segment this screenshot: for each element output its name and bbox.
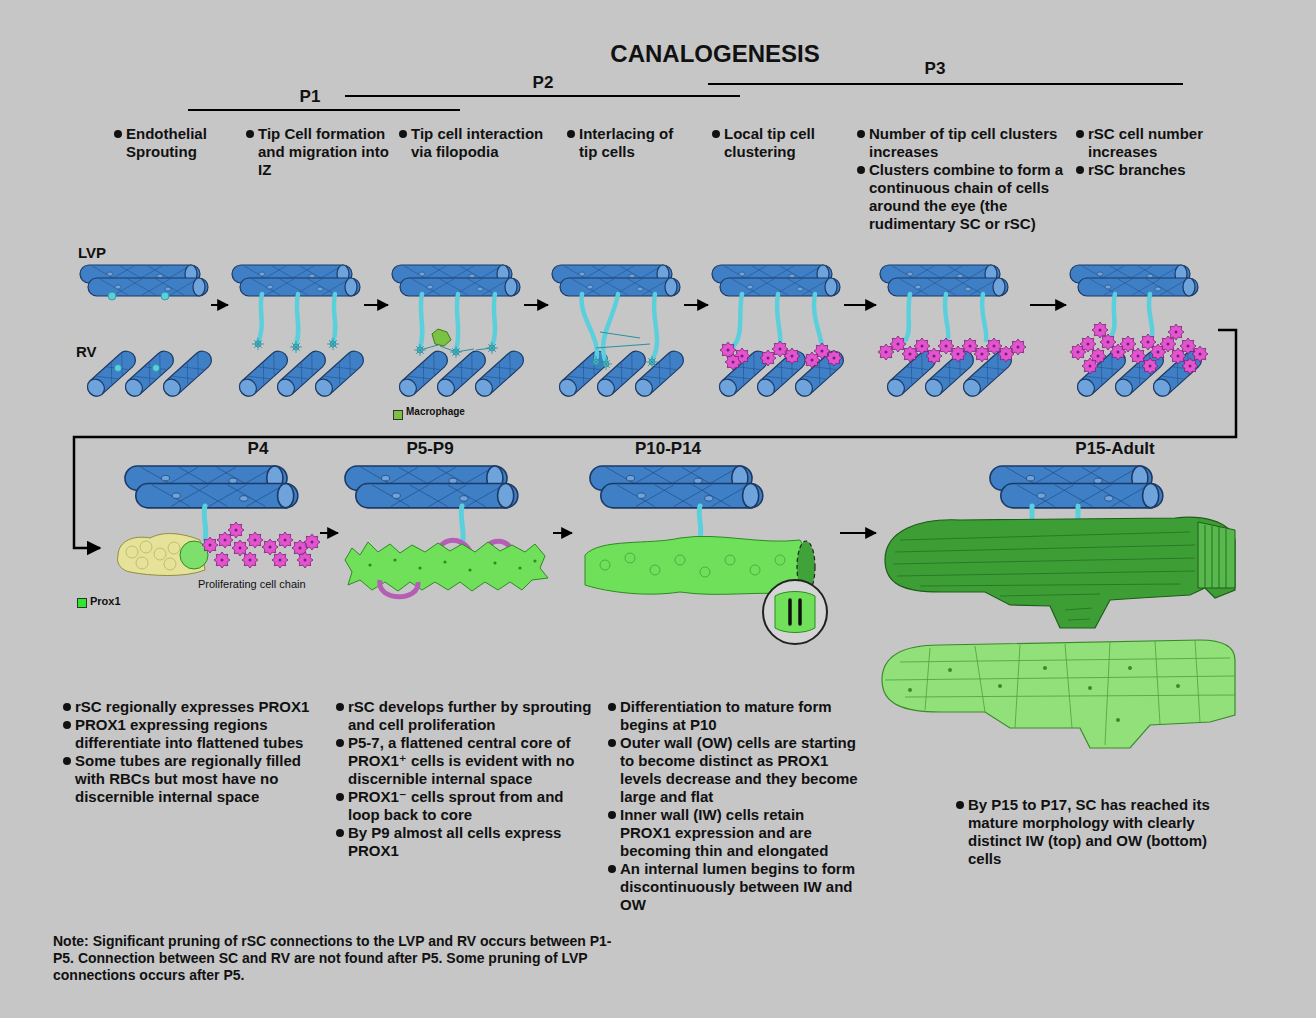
bullet-dot [712,130,720,138]
bullet-dot [246,130,254,138]
bullet-text: Differentiation to mature form begins at… [620,698,832,733]
note: Note: Significant pruning of rSC connect… [53,933,623,984]
bullet-text: Some tubes are regionally filled with RB… [75,752,301,805]
bullet-dot [114,130,122,138]
bullet-text: Clusters combine to form a continuous ch… [869,161,1063,232]
bullet-dot [336,739,344,747]
diagram-title: CANALOGENESIS [515,40,915,68]
bullet-item: Endothelial Sprouting [113,125,217,161]
bullet-item: P5-7, a flattened central core of PROX1⁺… [335,734,597,788]
bullet-item: Number of tip cell clusters increases [856,125,1061,161]
bullet-text: P5-7, a flattened central core of PROX1⁺… [348,734,574,787]
bullet-text: Outer wall (OW) cells are starting to be… [620,734,858,805]
bullet-text: Tip Cell formation and migration into IZ [258,125,389,178]
bullet-dot [63,721,71,729]
bullet-item: An internal lumen begins to form discont… [607,860,859,914]
part-label: Proliferating cell chain [198,578,348,591]
bullet-dot [63,703,71,711]
bullet-dot [567,130,575,138]
bullet-item: rSC develops further by sprouting and ce… [335,698,597,734]
bullet-dot [63,757,71,765]
bullet-text: Number of tip cell clusters increases [869,125,1057,160]
bullet-text: rSC cell number increases [1088,125,1203,160]
legend-swatch [77,598,87,608]
vessel-label: RV [76,343,110,361]
stage-label: P5-P9 [380,438,480,459]
bullet-text: rSC regionally expresses PROX1 [75,698,309,715]
bullet-text: PROX1 expressing regions differentiate i… [75,716,303,751]
bullet-dot [336,793,344,801]
legend-text: Prox1 [90,594,121,609]
bullet-item: rSC regionally expresses PROX1 [62,698,326,716]
legend-text: Macrophage [406,405,465,419]
bullet-item: Local tip cell clustering [711,125,845,161]
bullet-dot [1076,130,1084,138]
bullet-item: rSC branches [1075,161,1243,179]
bullet-item: PROX1 expressing regions differentiate i… [62,716,326,752]
phase-label: P3 [885,58,985,79]
bullet-item: Inner wall (IW) cells retain PROX1 expre… [607,806,859,860]
bullet-text: Endothelial Sprouting [126,125,207,160]
bullet-dot [336,703,344,711]
bullet-item: Outer wall (OW) cells are starting to be… [607,734,859,806]
bullet-dot [1076,166,1084,174]
bullet-item: rSC cell number increases [1075,125,1243,161]
bullet-text: By P9 almost all cells express PROX1 [348,824,561,859]
bullet-item: Some tubes are regionally filled with RB… [62,752,326,806]
bullet-text: Interlacing of tip cells [579,125,673,160]
vessel-label: LVP [78,244,128,262]
bullet-item: Interlacing of tip cells [566,125,694,161]
legend-swatch [393,410,403,420]
bullet-text: Tip cell interaction via filopodia [411,125,543,160]
bullet-text: Local tip cell clustering [724,125,815,160]
phase-label: P2 [493,72,593,93]
bullet-dot [857,166,865,174]
bullet-text: Inner wall (IW) cells retain PROX1 expre… [620,806,828,859]
bullet-dot [608,811,616,819]
bullet-dot [608,739,616,747]
bullet-text: rSC branches [1088,161,1186,178]
stage-label: P15-Adult [1055,438,1175,459]
bullet-text: An internal lumen begins to form discont… [620,860,855,913]
bullet-dot [608,865,616,873]
bullet-dot [857,130,865,138]
bullet-item: Tip Cell formation and migration into IZ [245,125,390,179]
bullet-item: Differentiation to mature form begins at… [607,698,859,734]
bullet-text: By P15 to P17, SC has reached its mature… [968,796,1210,867]
bullet-item: By P9 almost all cells express PROX1 [335,824,597,860]
bullet-text: PROX1⁻ cells sprout from and loop back t… [348,788,563,823]
bullet-item: By P15 to P17, SC has reached its mature… [955,796,1223,868]
bullet-item: Clusters combine to form a continuous ch… [856,161,1064,233]
bullet-dot [608,703,616,711]
bullet-item: PROX1⁻ cells sprout from and loop back t… [335,788,597,824]
bullet-dot [336,829,344,837]
bullet-item: Tip cell interaction via filopodia [398,125,560,161]
bullet-text: rSC develops further by sprouting and ce… [348,698,591,733]
bullet-dot [956,801,964,809]
bullet-dot [399,130,407,138]
phase-label: P1 [260,86,360,107]
stage-label: P10-P14 [608,438,728,459]
stage-label: P4 [208,438,308,459]
